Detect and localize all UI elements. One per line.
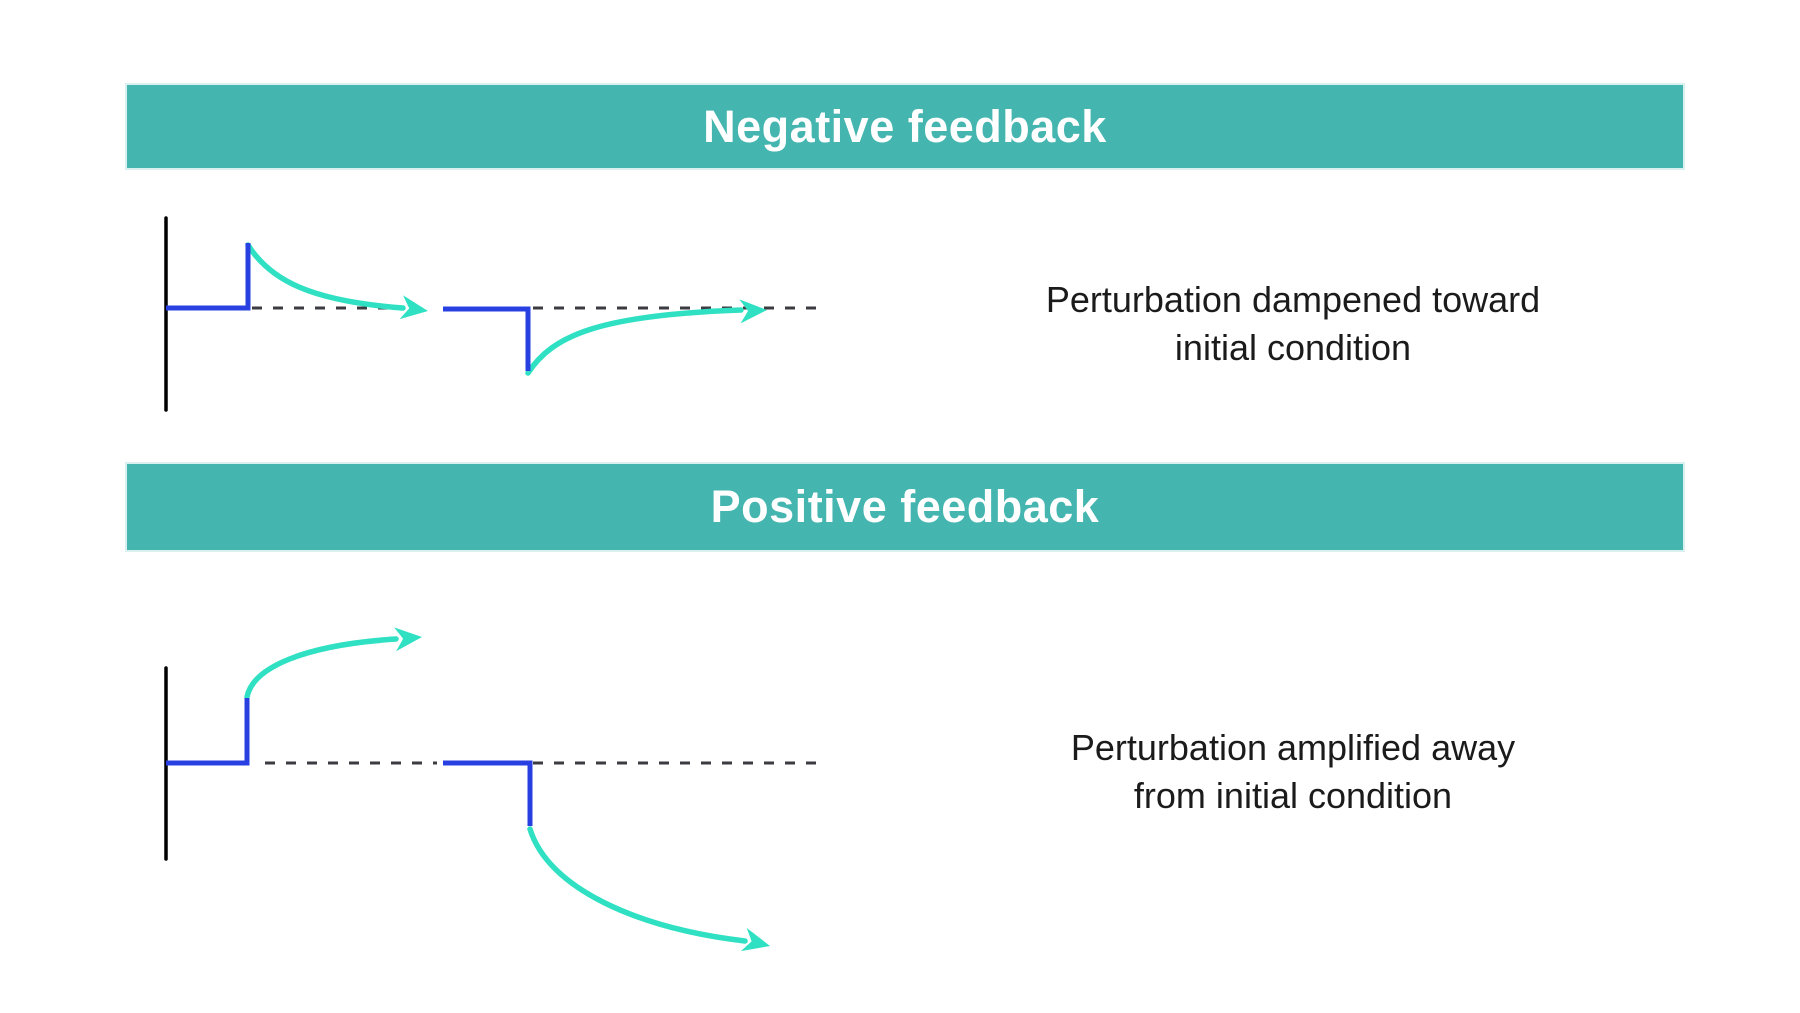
positive-feedback-header: Positive feedback [125,462,1685,552]
negative-caption-line-1: Perturbation dampened toward [1045,279,1541,320]
pos-step-up-line [166,698,250,766]
positive-caption-line-1: Perturbation amplified away [1070,727,1516,768]
pos-amplifying-curve-2 [527,826,748,944]
pos-amplifying-curve-1 [244,636,399,700]
pos-amplifying-arrowhead-2-icon [740,927,770,952]
negative-feedback-header-label: Negative feedback [703,100,1107,152]
neg-step-down-line [443,306,531,371]
neg-step-up-line [166,243,251,311]
pos-step-down-line [443,760,533,826]
negative-feedback-caption: Perturbation dampened toward initial con… [993,276,1593,372]
neg-damping-curve-1 [245,242,406,311]
positive-caption-line-2: from initial condition [1133,775,1453,816]
negative-caption-line-2: initial condition [1174,327,1412,368]
neg-damping-curve-2 [525,307,744,376]
positive-feedback-caption: Perturbation amplified away from initial… [993,724,1593,820]
neg-damping-arrowhead-1-icon [399,295,428,320]
negative-feedback-diagram [164,216,818,412]
positive-feedback-diagram [164,627,817,952]
neg-damping-arrowhead-2-icon [739,299,767,324]
positive-feedback-header-label: Positive feedback [710,481,1100,532]
pos-amplifying-arrowhead-1-icon [394,627,422,652]
negative-feedback-header: Negative feedback [125,83,1685,170]
